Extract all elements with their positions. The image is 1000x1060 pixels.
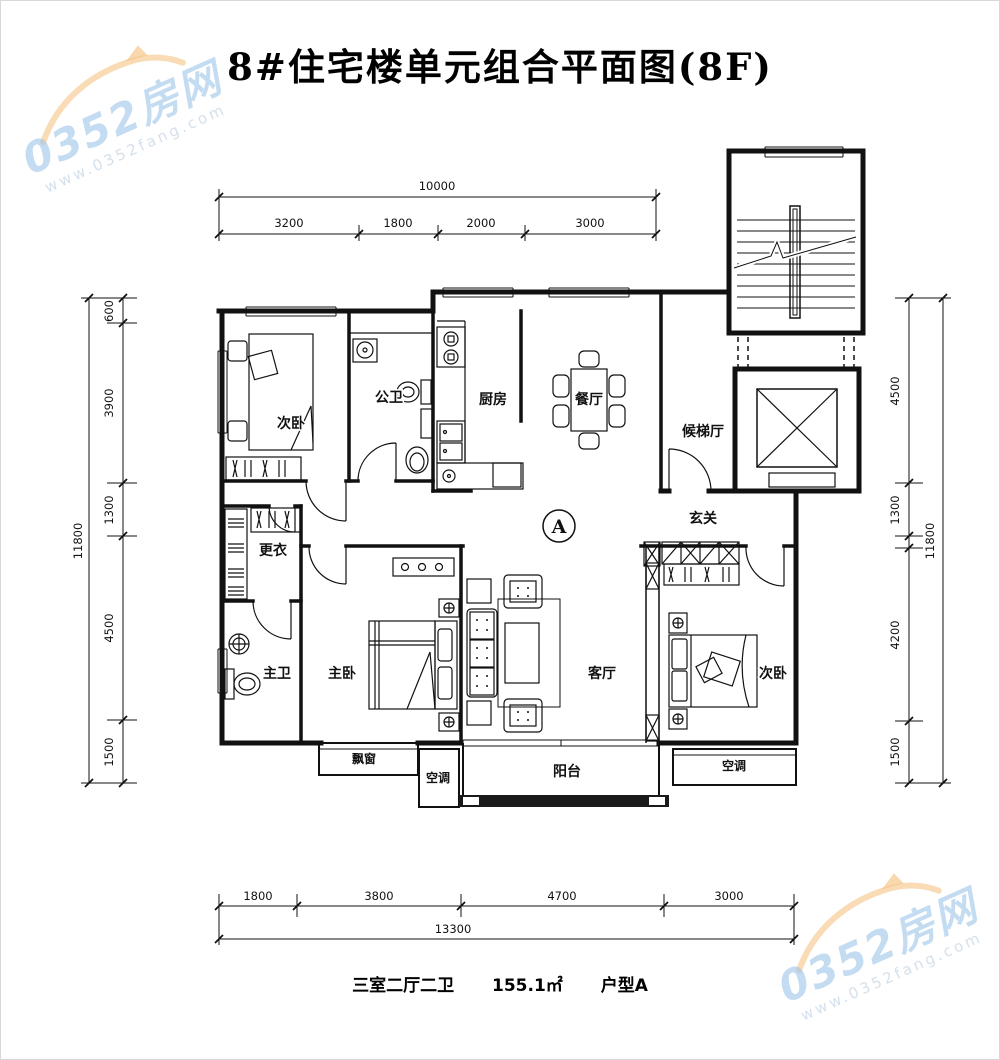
dim-left-seg: 1300 [102, 495, 116, 524]
room-label-bedroom-tl: 次卧 [277, 415, 305, 432]
furniture [224, 320, 758, 743]
room-label-public-bath: 公卫 [375, 390, 403, 406]
balcony-and-platforms [318, 742, 797, 808]
dimension-lines [81, 189, 951, 945]
dim-right-total: 11800 [923, 523, 937, 560]
room-label-living: 客厅 [587, 665, 616, 682]
room-label-elevator-hall: 候梯厅 [682, 423, 724, 440]
dim-top-total: 10000 [419, 179, 456, 193]
dim-left-seg: 600 [102, 300, 116, 322]
room-label-bedroom-r: 次卧 [759, 665, 787, 682]
unit-summary: 三室二厅二卫 155.1㎡ 户型A [1, 971, 999, 996]
dim-left-total: 11800 [71, 523, 85, 560]
room-label-ac-left: 空调 [426, 770, 450, 785]
room-label-master-bedroom: 主卧 [328, 665, 356, 682]
section-marker: A [542, 509, 576, 543]
dimension-ticks [84, 192, 948, 944]
exterior-walls [216, 148, 866, 746]
dim-left-seg: 3900 [102, 388, 116, 417]
room-label-dressing: 更衣 [259, 542, 288, 559]
dim-top-seg: 1800 [383, 216, 412, 230]
room-labels: 次卧 公卫 厨房 餐厅 候梯厅 玄关 更衣 主卫 主卧 客厅 次卧 飘窗 空调 … [258, 389, 789, 787]
page-title: 8#住宅楼单元组合平面图(8F) [227, 45, 773, 89]
dim-top-seg: 3200 [274, 216, 303, 230]
dim-bottom-total: 13300 [435, 922, 472, 936]
room-label-master-bath: 主卫 [263, 665, 291, 682]
summary-unit-type: 户型A [600, 976, 648, 996]
dim-right-seg: 1300 [888, 495, 902, 524]
room-label-dining: 餐厅 [574, 391, 603, 408]
summary-layout: 三室二厅二卫 [352, 976, 455, 996]
stairwell [733, 205, 857, 319]
dim-top-seg: 3000 [575, 216, 604, 230]
dim-right-seg: 1500 [888, 737, 902, 766]
dim-bottom-seg: 3800 [364, 889, 393, 903]
elevator-shaft [737, 337, 855, 488]
dim-top-seg: 2000 [466, 216, 495, 230]
dim-left-seg: 1500 [102, 737, 116, 766]
room-label-ac-right: 空调 [722, 758, 746, 773]
dim-right-seg: 4200 [888, 620, 902, 649]
room-label-foyer: 玄关 [689, 510, 717, 527]
dim-left-seg: 4500 [102, 613, 116, 642]
room-label-kitchen: 厨房 [479, 391, 507, 408]
dim-bottom-seg: 4700 [547, 889, 576, 903]
section-marker-label: A [551, 516, 567, 538]
windows [217, 146, 844, 747]
room-label-bay-window: 飘窗 [352, 751, 376, 766]
dim-bottom-seg: 1800 [243, 889, 272, 903]
room-label-balcony: 阳台 [553, 763, 581, 780]
dimension-labels: 10000 3200 1800 2000 3000 13300 1800 380… [71, 179, 937, 936]
summary-area: 155.1㎡ [492, 976, 563, 996]
interior-walls [220, 290, 798, 745]
dim-bottom-seg: 3000 [714, 889, 743, 903]
doors [252, 442, 785, 640]
dim-right-seg: 4500 [888, 376, 902, 405]
